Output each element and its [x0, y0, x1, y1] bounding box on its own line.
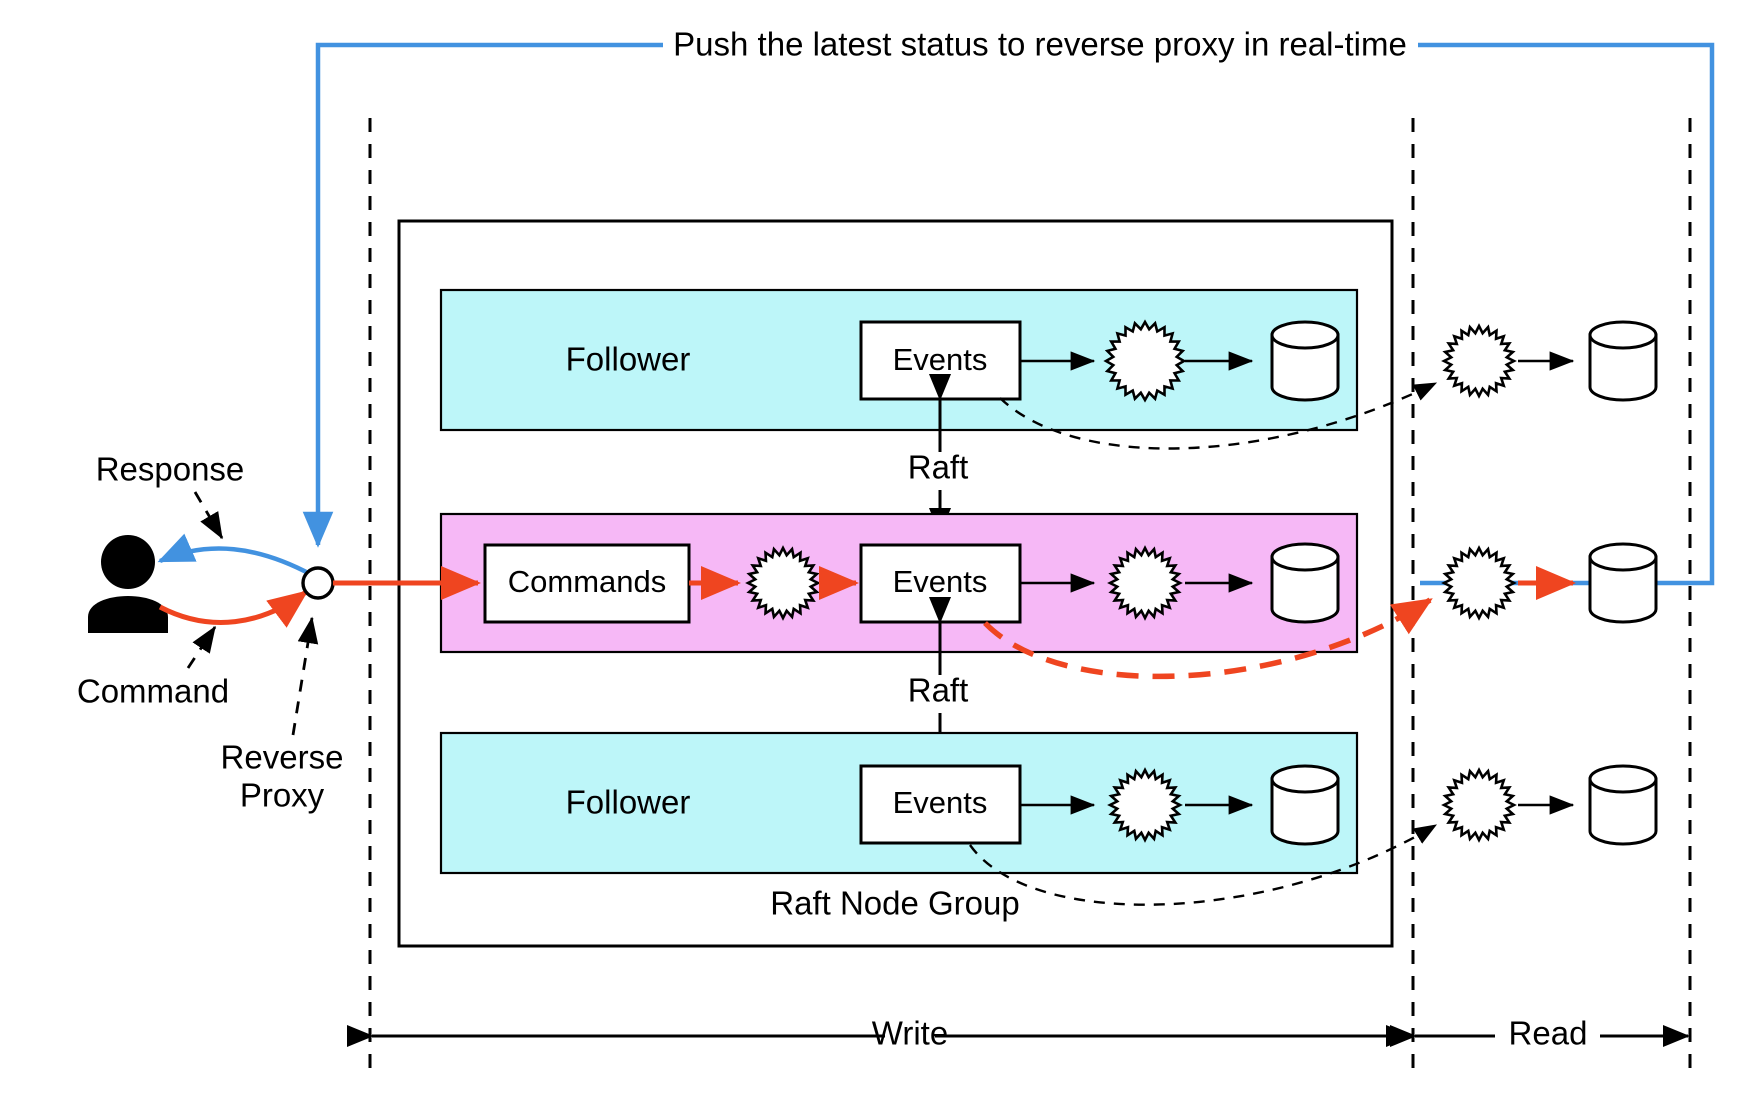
row-leader: Commands Events: [439, 512, 1359, 654]
command-handler-burst: [745, 545, 821, 621]
raft-link-lower: Raft: [886, 596, 994, 759]
read-database-top: [1588, 320, 1658, 402]
commands-label: Commands: [508, 564, 667, 599]
replication-curve-bottom: [969, 823, 1438, 906]
leader-read-curve: [983, 597, 1433, 680]
read-projector-bottom: [1441, 767, 1517, 843]
database-cylinder-top: [1270, 320, 1340, 402]
events-label-top: Events: [893, 342, 988, 377]
read-projection-top: [999, 320, 1658, 450]
projector-burst-bottom: [1107, 767, 1183, 843]
database-cylinder-leader: [1270, 542, 1340, 624]
projector-shape-top: [1103, 319, 1187, 403]
role-label-follower-top: Follower: [566, 341, 691, 378]
reverse-proxy-node[interactable]: [301, 566, 335, 600]
replication-curve-top: [999, 381, 1438, 450]
phase-separators: [368, 118, 1692, 1072]
projector-burst-top: [1103, 319, 1187, 403]
response-leader-line: [193, 491, 224, 540]
raft-node-group-label: Raft Node Group: [770, 885, 1019, 922]
command-leader-line: [186, 625, 217, 669]
read-projection-bottom: [969, 764, 1658, 906]
response-label: Response: [96, 451, 245, 488]
raft-label-upper: Raft: [908, 449, 969, 486]
reverse-proxy-leader-line: [291, 616, 319, 736]
response-arrow: [157, 533, 314, 577]
projector-burst-leader: [1107, 545, 1183, 621]
reverse-proxy-label-line1: Reverse: [221, 739, 344, 776]
row-follower-bottom: Follower Events: [439, 731, 1359, 875]
events-label-bottom: Events: [893, 785, 988, 820]
events-label-leader: Events: [893, 564, 988, 599]
raft-link-upper: Raft: [886, 373, 994, 535]
command-label: Command: [77, 673, 229, 710]
role-label-follower-bottom: Follower: [566, 784, 691, 821]
read-projector-top: [1441, 323, 1517, 399]
scale-axis: Write Read: [346, 1015, 1690, 1052]
write-span-label: Write: [872, 1015, 948, 1052]
read-database-leader: [1588, 542, 1658, 624]
row-follower-top: Follower Events: [439, 288, 1359, 432]
user-actor: [88, 535, 168, 633]
raft-label-lower: Raft: [908, 672, 969, 709]
read-projector-leader: [1441, 545, 1517, 621]
database-cylinder-bottom: [1270, 764, 1340, 846]
read-span-label: Read: [1509, 1015, 1588, 1052]
reverse-proxy-label-line2: Proxy: [240, 777, 325, 814]
realtime-push-label: Push the latest status to reverse proxy …: [673, 26, 1407, 63]
read-projection-leader: [983, 542, 1658, 680]
read-database-bottom: [1588, 764, 1658, 846]
events-box-bottom: [859, 764, 1022, 845]
command-arrow: [158, 589, 309, 628]
